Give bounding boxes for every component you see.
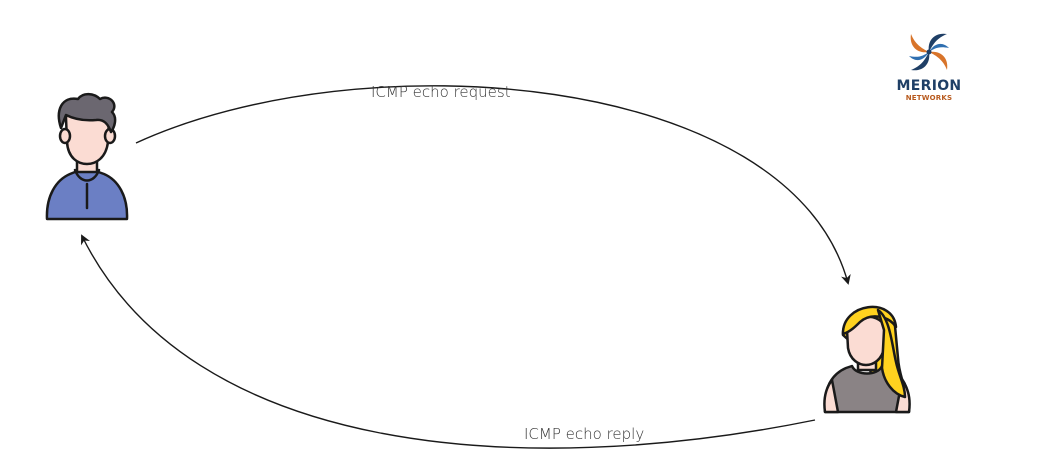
woman-avatar-icon [823, 305, 911, 414]
man-avatar-icon [45, 92, 129, 221]
echo-reply-label: ICMP echo reply [524, 425, 644, 443]
merion-networks-logo: MERION NETWORKS [897, 33, 962, 102]
logo-subtitle: NETWORKS [906, 94, 953, 102]
echo-reply-arrow [81, 234, 816, 449]
pinwheel-icon [909, 33, 949, 71]
echo-request-label: ICMP echo request [371, 83, 511, 101]
logo-title: MERION [897, 78, 962, 94]
echo-request-arrow [135, 85, 851, 285]
